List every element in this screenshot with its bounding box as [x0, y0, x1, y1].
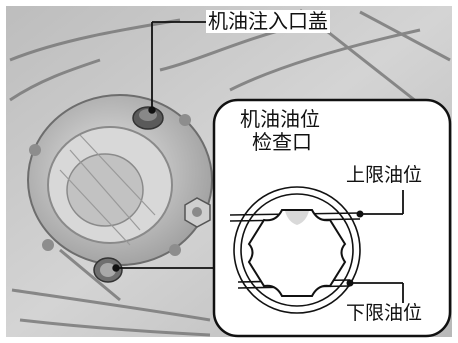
upper-level-label: 上限油位: [344, 164, 425, 187]
clutch-cover: [27, 94, 213, 266]
inspection-window-label-line1: 机油油位: [240, 107, 320, 131]
magnified-inspection-window: [229, 186, 361, 314]
filler-cap-label: 机油注入口盖: [206, 9, 330, 33]
lower-level-leader: [346, 279, 404, 305]
inspection-window-leader: [112, 264, 214, 272]
inspection-window-label-line2: 检查口: [252, 130, 312, 154]
engine-frame-details: [9, 8, 451, 337]
filler-cap-shape: [132, 106, 164, 130]
inspection-window-label: 机油油位 检查口: [238, 108, 322, 154]
filler-cap-leader: [148, 21, 206, 114]
hex-bolt-shape: [184, 197, 211, 228]
lower-level-label: 下限油位: [344, 302, 425, 325]
inspection-window-shape: [93, 257, 123, 283]
upper-level-leader: [356, 190, 404, 218]
